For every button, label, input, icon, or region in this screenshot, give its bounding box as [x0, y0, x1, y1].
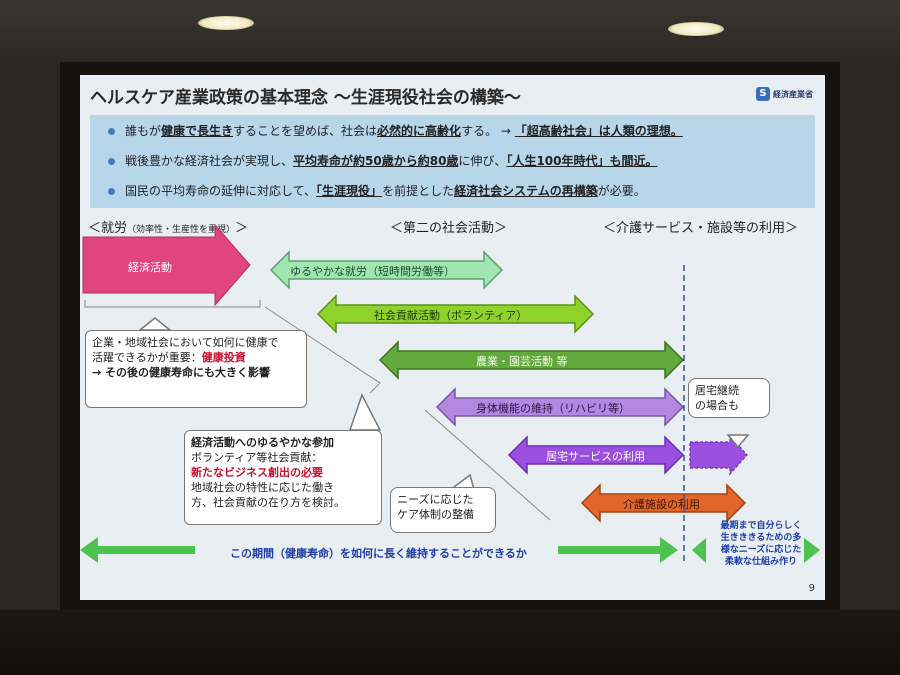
callout-home-continue: 居宅継続 の場合も [688, 378, 770, 418]
bullet-3: 国民の平均寿命の延伸に対応して、「生涯現役」を前提とした経済社会システムの再構築… [108, 182, 646, 199]
bullet-dot-icon [108, 158, 115, 165]
bullet-dot-icon [108, 188, 115, 195]
arrow-healthy-life-left [80, 537, 195, 563]
callout-needs: ニーズに応じた ケア体制の整備 [390, 487, 496, 533]
audience-area [0, 610, 900, 675]
arrow-home-service [507, 435, 685, 475]
label-rehab: 身体機能の維持（リハビリ等） [476, 402, 630, 415]
arrow-rehab [435, 387, 685, 427]
logo-icon: S [756, 87, 770, 101]
arrow-farming [378, 340, 685, 380]
divider-line [424, 409, 551, 521]
section-work: ＜就労（効率性・生産性を重視）＞ [88, 221, 249, 236]
arrow-gentle-work [269, 250, 504, 290]
healthy-life-question: この期間（健康寿命）を如何に長く維持することができるか [230, 547, 527, 560]
bullet-1: 誰もが健康で長生きすることを望めば、社会は必然的に高齢化する。 → 「超高齢社会… [108, 122, 683, 139]
callout-company: 企業・地域社会において如何に健康で 活躍できるかが重要：健康投資 → その後の健… [85, 330, 307, 408]
room-ceiling [0, 0, 900, 62]
arrow-healthy-life-right [558, 537, 678, 563]
label-gentle-work: ゆるやかな就労（短時間労働等） [290, 265, 455, 278]
arrow-facility [580, 483, 747, 523]
arrow-volunteer [316, 294, 595, 334]
label-farming: 農業・園芸活動 等 [476, 355, 568, 368]
arrow-care-period [692, 538, 706, 563]
callout-gentle-participation: 経済活動へのゆるやかな参加 ボランティア等社会貢献： 新たなビジネス創出の必要 … [184, 430, 382, 525]
callout-tail [348, 393, 382, 431]
label-volunteer: 社会貢献活動（ボランティア） [374, 309, 528, 322]
ceiling-light [198, 16, 254, 30]
ceiling-light [668, 22, 724, 36]
section-second-activity: ＜第二の社会活動＞ [390, 221, 508, 236]
callout-tail [726, 434, 750, 449]
label-economic: 経済活動 [128, 261, 172, 274]
logo-text: 経済産業省 [773, 89, 813, 99]
bullet-2: 戦後豊かな経済社会が実現し、平均寿命が約50歳から約80歳に伸び、「人生100年… [108, 152, 658, 169]
label-home-service: 居宅サービスの利用 [546, 450, 645, 463]
care-period-note: 最期まで自分らしく生きききるための多様なニーズに応じた柔軟な仕組み作り [720, 521, 802, 567]
arrow-care-period-right [804, 538, 820, 563]
page-number: 9 [808, 583, 815, 594]
arrow-economic [82, 223, 251, 307]
ministry-logo: S 経済産業省 [756, 87, 813, 101]
callout-tail [137, 317, 173, 331]
summary-band: 誰もが健康で長生きすることを望めば、社会は必然的に高齢化する。 → 「超高齢社会… [90, 115, 815, 208]
slide: ヘルスケア産業政策の基本理念 ～生涯現役社会の構築～ S 経済産業省 誰もが健康… [80, 75, 825, 600]
slide-title: ヘルスケア産業政策の基本理念 ～生涯現役社会の構築～ [90, 88, 521, 108]
arrow-home-service-continued [689, 434, 748, 476]
bullet-dot-icon [108, 128, 115, 135]
section-care: ＜介護サービス・施設等の利用＞ [603, 221, 799, 236]
brace-line [84, 300, 261, 308]
label-facility: 介護施設の利用 [623, 498, 700, 511]
